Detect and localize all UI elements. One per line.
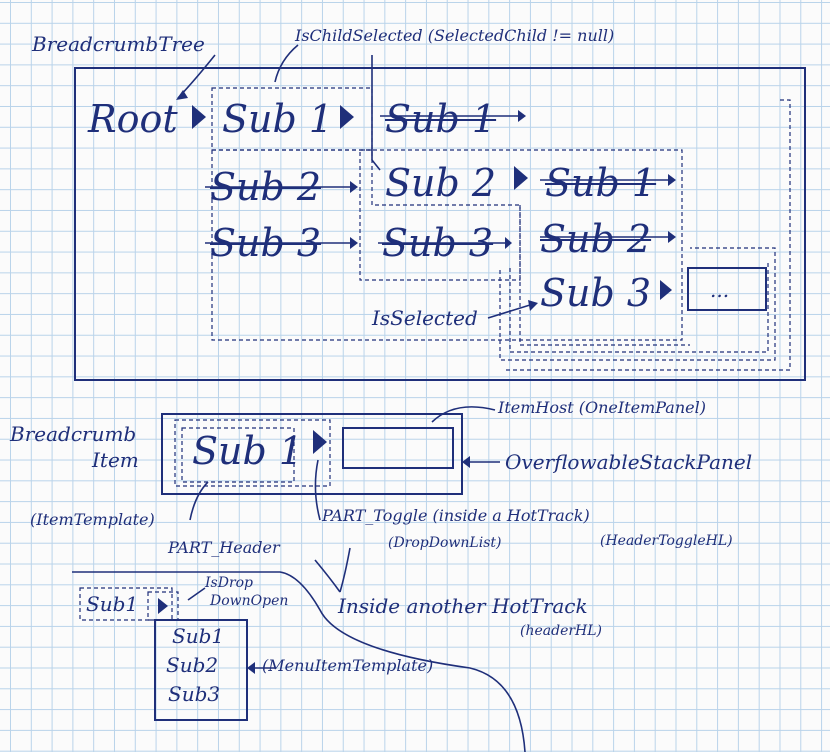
breadcrumb-item-outline xyxy=(161,413,463,495)
dropdown-item-sub3: Sub3 xyxy=(168,682,221,706)
level2-sub1: Sub 1 xyxy=(385,97,497,141)
breadcrumb-item-title-1: Breadcrumb xyxy=(10,422,137,446)
level1-dropdown-dash xyxy=(211,149,683,341)
level3-inner-dash xyxy=(509,262,769,353)
level2-dropdown-dash xyxy=(519,205,690,346)
level2-sub3: Sub 3 xyxy=(382,221,494,265)
dropdown-header-label: Sub1 xyxy=(86,592,139,616)
root-label: Root xyxy=(88,97,178,141)
tree-outer-dash xyxy=(505,99,791,371)
breadcrumb-tree-outline xyxy=(74,67,806,381)
inside-hottrack-note: Inside another HotTrack xyxy=(338,594,588,618)
sub2-toggle-icon xyxy=(514,166,528,190)
is-child-selected-note: IsChildSelected (SelectedChild != null) xyxy=(295,26,615,45)
is-selected-note: IsSelected xyxy=(372,306,478,330)
level3-sub3: Sub 3 xyxy=(540,271,652,315)
level3-dropdown-dash xyxy=(499,247,776,361)
header-hl-note: (headerHL) xyxy=(520,623,603,639)
sub1-header-dash xyxy=(211,87,373,151)
level1-sub2: Sub 2 xyxy=(210,165,322,209)
is-drop-down-open-1: IsDrop xyxy=(205,575,254,591)
header-toggle-hl-note: (HeaderToggleHL) xyxy=(600,533,733,549)
item-template-note: (ItemTemplate) xyxy=(30,510,155,529)
arrow-part-toggle xyxy=(314,459,321,521)
item-host-note: ItemHost (OneItemPanel) xyxy=(498,398,706,417)
part-header-dash xyxy=(174,419,331,487)
sub3-toggle-icon xyxy=(660,280,672,300)
breadcrumb-item-title-2: Item xyxy=(92,448,139,472)
dropdown-separator-curve xyxy=(72,571,526,752)
item-host-box xyxy=(342,427,454,469)
part-toggle-note: PART_Toggle (inside a HotTrack) xyxy=(322,506,590,525)
arrow-item-host xyxy=(431,406,496,423)
ellipsis-label: ... xyxy=(710,278,730,302)
dropdown-list-box xyxy=(154,619,248,721)
part-toggle-icon xyxy=(313,430,327,454)
level3-sub1: Sub 1 xyxy=(545,161,657,205)
root-toggle-icon xyxy=(192,105,206,129)
level2-sub2: Sub 2 xyxy=(385,161,497,205)
dropdown-header-dash xyxy=(79,587,173,621)
dropdown-item-sub2: Sub2 xyxy=(166,653,219,677)
item-header-label: Sub 1 xyxy=(192,429,304,473)
arrow-note-to-sub1 xyxy=(274,44,299,83)
level3-sub2: Sub 2 xyxy=(540,217,652,261)
breadcrumb-tree-title: BreadcrumbTree xyxy=(32,32,205,56)
ellipsis-box xyxy=(687,267,767,311)
level1-sub3: Sub 3 xyxy=(210,221,322,265)
arrow-is-drop-down-open xyxy=(187,587,206,601)
arrow-dropdown-list xyxy=(339,547,351,593)
arrow-note-to-sub2 xyxy=(371,55,381,171)
sub2-selected-dash xyxy=(359,149,521,281)
sub1-toggle-icon xyxy=(340,105,354,129)
menu-item-template-note: (MenuItemTemplate) xyxy=(262,656,434,675)
dropdown-list-note: (DropDownList) xyxy=(388,535,502,551)
arrow-is-selected xyxy=(487,304,531,319)
level1-sub1: Sub 1 xyxy=(222,97,334,141)
part-header-note: PART_Header xyxy=(168,538,280,557)
arrow-item-template xyxy=(189,481,209,521)
dropdown-item-sub1: Sub1 xyxy=(172,624,225,648)
overflowable-note: OverflowableStackPanel xyxy=(505,450,753,474)
dropdown-toggle-icon xyxy=(158,598,168,614)
arrow-part-header xyxy=(314,559,341,593)
is-drop-down-open-2: DownOpen xyxy=(210,593,289,609)
item-template-dash xyxy=(181,427,295,483)
